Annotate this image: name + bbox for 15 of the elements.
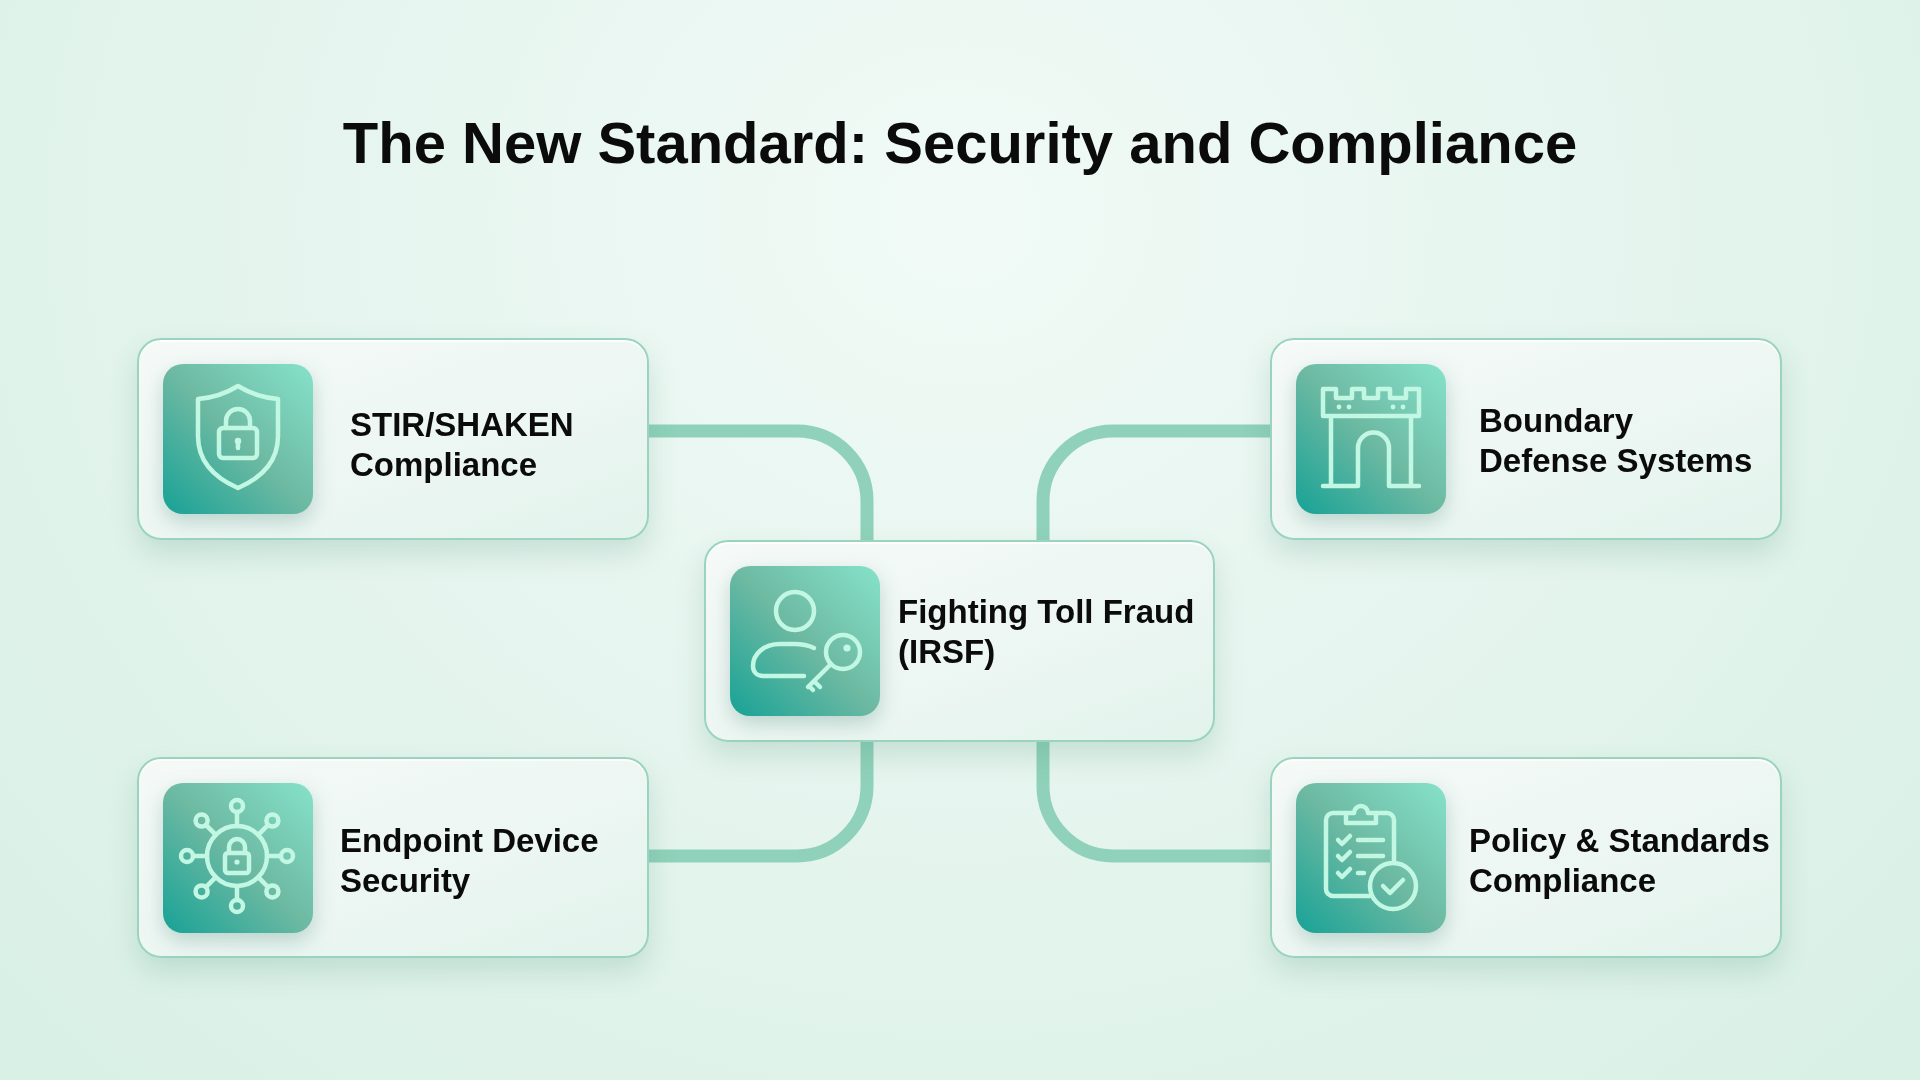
card-title: Endpoint Device Security (340, 820, 600, 901)
connector (649, 742, 874, 863)
card-title: STIR/SHAKEN Compliance (350, 404, 575, 485)
card-title: Policy & Standards Compliance (1469, 820, 1771, 901)
topic-card (137, 757, 649, 958)
topic-card (1270, 338, 1782, 540)
topic-card (704, 540, 1215, 742)
title: The New Standard: Security and Compliance (342, 109, 1578, 177)
connector (1036, 742, 1270, 863)
topic-card (1270, 757, 1782, 958)
topic-card (137, 338, 649, 540)
card-title: Boundary Defense Systems (1479, 400, 1754, 481)
card-title: Fighting Toll Fraud (IRSF) (898, 591, 1196, 672)
connector (649, 424, 874, 540)
connector (1036, 424, 1270, 540)
